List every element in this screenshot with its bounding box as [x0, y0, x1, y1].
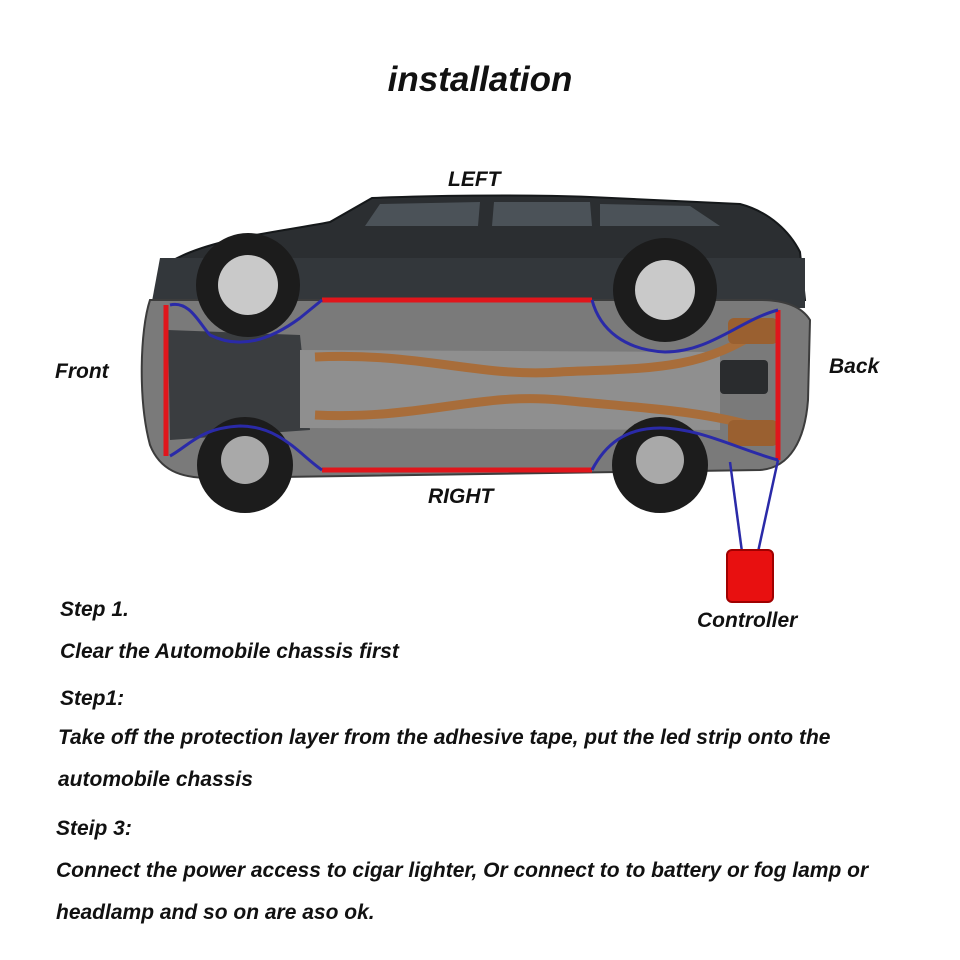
wire-front-right-arch [169, 424, 323, 472]
exhaust-pipe-upper [314, 326, 763, 378]
wheel-rear-right [612, 417, 708, 513]
chassis-front-plate [168, 330, 310, 440]
label-right: RIGHT [428, 485, 494, 508]
controller-box [726, 549, 774, 603]
step-3-text: Connect the power access to cigar lighte… [56, 859, 869, 924]
wheel-front-left [196, 233, 300, 337]
step-2-text: Take off the protection layer from the a… [58, 726, 831, 791]
wire-rear-left-arch [590, 299, 779, 354]
step-3-heading: Steip 3: [56, 817, 132, 840]
step-2-heading: Step1: [60, 687, 125, 710]
label-back: Back [829, 355, 880, 378]
rear-tank [720, 360, 768, 394]
wheel-rear-left [613, 238, 717, 342]
car-window [600, 204, 720, 226]
page-title: installation [387, 60, 573, 99]
step-1-heading: Step 1. [60, 598, 129, 621]
wire-to-controller [756, 459, 780, 553]
wire-rear-right-arch [590, 426, 779, 471]
car-window [492, 202, 592, 226]
wire-front-left-arch [169, 298, 323, 344]
muffler [728, 318, 778, 344]
step-1-text: Clear the Automobile chassis first [60, 640, 399, 663]
exhaust-pipe-lower [314, 394, 762, 433]
car-window [365, 202, 480, 226]
wire-to-controller [728, 461, 744, 553]
label-front: Front [55, 360, 109, 383]
label-left: LEFT [448, 168, 501, 191]
label-controller: Controller [697, 609, 798, 632]
wheel-front-right [197, 417, 293, 513]
muffler [728, 420, 778, 446]
